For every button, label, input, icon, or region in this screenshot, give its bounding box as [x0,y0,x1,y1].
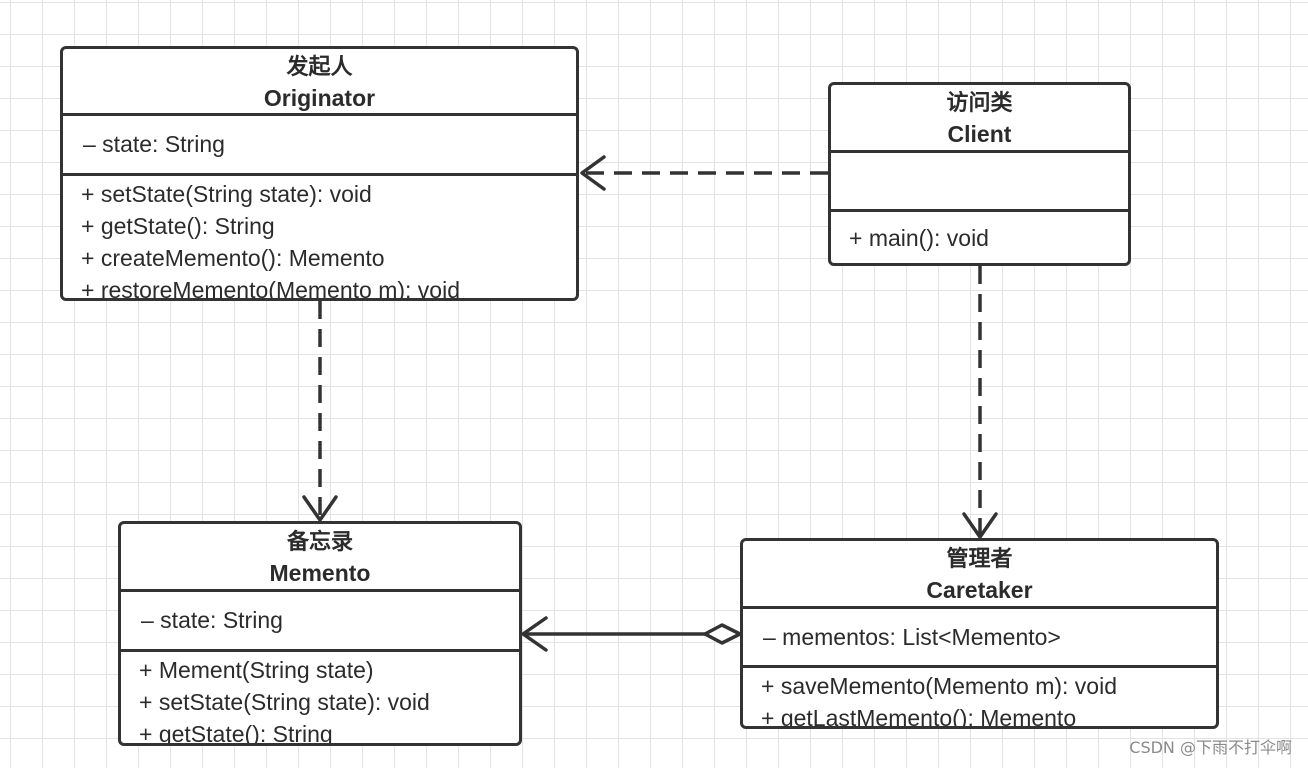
relation-originator-memento [302,301,338,522]
operation: + Mement(String state) [139,657,374,683]
operation: + getState(): String [139,721,333,746]
operations-section: + saveMemento(Memento m): void + getLast… [743,668,1216,729]
class-client[interactable]: 访问类 Client + main(): void [828,82,1131,266]
open-arrowhead [521,616,548,652]
class-name-cn: 访问类 [946,91,1013,116]
attribute: – state: String [141,607,283,633]
relation-client-originator [580,155,828,191]
operations-section: + Mement(String state) + setState(String… [121,652,519,746]
class-name-en: Memento [269,560,371,586]
operation: + getState(): String [81,213,275,239]
watermark-text: CSDN @下雨不打伞啊 [1129,738,1292,757]
attributes-section [831,153,1128,212]
operation: + setState(String state): void [139,689,430,715]
class-caretaker[interactable]: 管理者 Caretaker – mementos: List<Memento> … [740,538,1219,729]
class-name-en: Originator [263,85,376,111]
relation-client-caretaker [962,266,998,539]
class-memento[interactable]: 备忘录 Memento – state: String + Mement(Str… [118,521,522,746]
operations-section: + setState(String state): void + getStat… [63,176,576,301]
operations-section: + main(): void [831,212,1128,254]
attribute: – mementos: List<Memento> [763,623,1061,650]
operation: + restoreMemento(Memento m): void [81,277,460,301]
class-name-en: Client [947,121,1012,147]
class-originator[interactable]: 发起人 Originator – state: String + setStat… [60,46,579,301]
class-header: 管理者 Caretaker [743,541,1216,609]
attributes-section: – mementos: List<Memento> [743,609,1216,668]
class-name-cn: 管理者 [946,547,1013,572]
class-header: 备忘录 Memento [121,524,519,592]
class-name-cn: 备忘录 [286,530,353,555]
attribute: – state: String [83,131,225,157]
operation: + getLastMemento(): Memento [761,705,1077,729]
operation: + saveMemento(Memento m): void [761,673,1117,699]
attributes-section: – state: String [121,592,519,652]
open-arrowhead [580,155,606,191]
aggregation-diamond [703,623,742,645]
open-arrowhead [962,512,998,539]
operation: + main(): void [849,225,989,251]
attributes-section: – state: String [63,116,576,176]
class-name-en: Caretaker [926,577,1033,603]
operation: + setState(String state): void [81,181,372,207]
operation: + createMemento(): Memento [81,245,385,271]
class-header: 访问类 Client [831,85,1128,153]
relation-caretaker-memento [521,616,742,652]
class-header: 发起人 Originator [63,49,576,116]
class-name-cn: 发起人 [286,55,353,80]
open-arrowhead [302,495,338,522]
